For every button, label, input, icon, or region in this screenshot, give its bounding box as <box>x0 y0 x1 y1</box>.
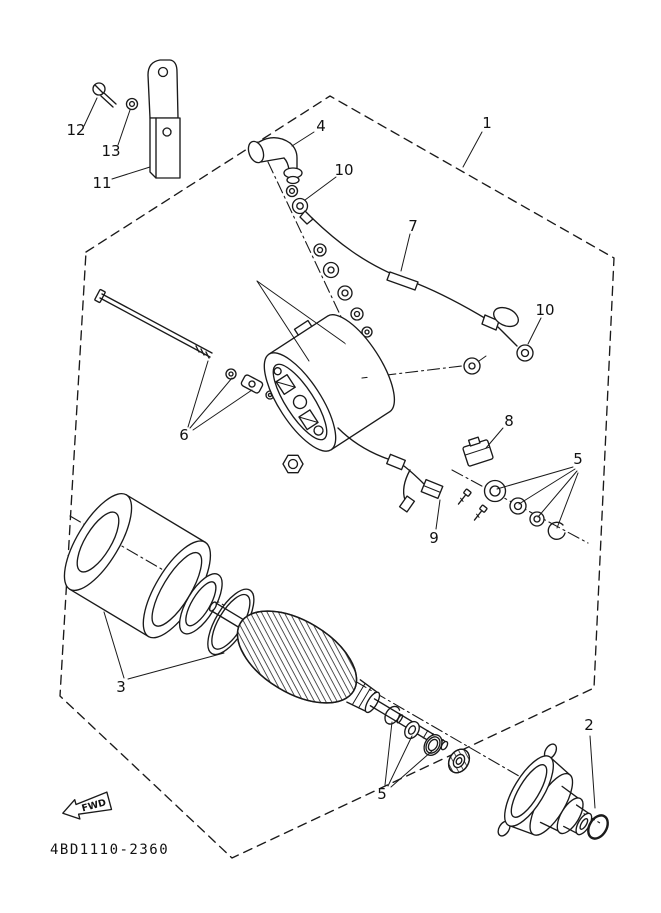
part-5-bottom-washer-set <box>384 705 471 774</box>
callout-6: 6 <box>179 426 189 444</box>
callout-3: 3 <box>116 678 126 696</box>
part-11-bracket <box>147 59 181 179</box>
callout-7: 7 <box>408 217 418 235</box>
armature <box>208 601 449 751</box>
part-12-screw <box>92 82 117 108</box>
callout-5-bottom: 5 <box>377 785 387 803</box>
wire-boot <box>493 306 519 328</box>
callout-1: 1 <box>482 114 492 132</box>
callout-8: 8 <box>504 412 514 430</box>
callouts: 1 2 3 4 5 5 6 7 8 9 10 10 11 12 13 <box>66 114 593 803</box>
part-8-connector <box>462 436 494 467</box>
diagram-border <box>59 95 615 859</box>
center-lines <box>69 161 601 824</box>
part-7-lead-wire <box>311 217 534 362</box>
part-2-front-cover <box>497 743 593 837</box>
callout-13: 13 <box>101 142 120 160</box>
part-6-through-bolt <box>94 288 275 400</box>
starter-yoke-housing <box>263 314 396 474</box>
callout-11: 11 <box>92 174 111 192</box>
fwd-arrow: FWD <box>62 791 113 820</box>
part-4-elbow-fitting <box>247 137 303 185</box>
callout-10-right: 10 <box>535 301 554 319</box>
part-5-right-washer-set <box>483 479 566 540</box>
diagram-code: 4BD1110-2360 <box>50 842 169 858</box>
part-9-brush-lead-assembly <box>337 427 444 513</box>
grommet-spacer <box>463 355 487 375</box>
part-3-rear-cover <box>63 492 255 656</box>
part-10-ring-terminal-top <box>285 184 314 225</box>
callout-12: 12 <box>66 121 85 139</box>
callout-5-right: 5 <box>573 450 583 468</box>
callout-2: 2 <box>584 716 594 734</box>
callout-9: 9 <box>429 529 439 547</box>
needle-bearing <box>447 748 471 774</box>
hardware-stack <box>313 243 373 338</box>
callout-10-top: 10 <box>334 161 353 179</box>
snap-ring <box>384 705 401 725</box>
small-screws <box>457 488 488 521</box>
pointer-lines <box>256 280 347 362</box>
leader-lines <box>83 97 596 809</box>
snap-ring <box>547 521 566 540</box>
part-13-washer <box>125 97 139 111</box>
callout-4: 4 <box>316 117 326 135</box>
o-ring <box>587 814 609 840</box>
